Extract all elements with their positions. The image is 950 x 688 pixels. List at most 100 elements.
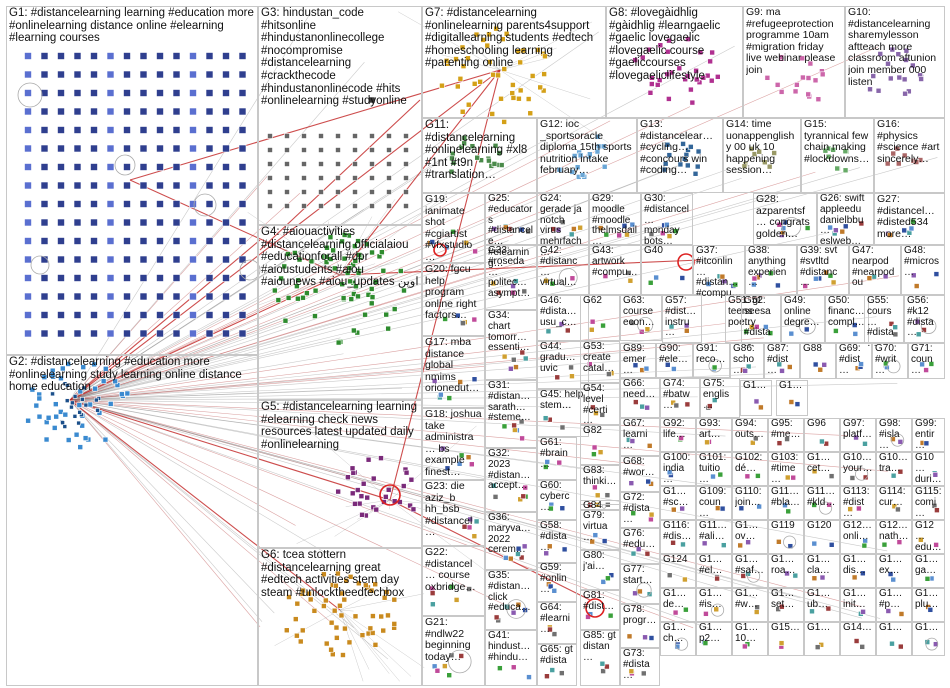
group-box-g125: G1… #el…	[696, 554, 732, 588]
group-label: G8: #lovegàidhlig #gàidhlig #learngaelic…	[609, 7, 740, 83]
group-box-g34: G34: chart tomorr… essenti…	[485, 310, 537, 380]
group-box-g43: G43: artwork #compu…	[589, 245, 641, 295]
group-label: G55: cours… #dista…	[867, 296, 901, 350]
group-label: G78: progr…	[623, 605, 657, 627]
group-label: G12… nath…	[879, 521, 909, 543]
group-box-g121: G12… onli…	[840, 520, 876, 554]
group-label: G1… 10…	[735, 623, 765, 645]
group-label: G75: englis…	[703, 379, 737, 411]
group-box-g39: G39: svt #svtltd #distanc…	[797, 245, 849, 295]
group-label: G65: gt #dista	[540, 645, 574, 667]
group-box-g98: G98: #isla…	[876, 418, 912, 452]
group-label: G90: #ele…	[659, 344, 690, 366]
group-box-g38: G38: anything experien…	[745, 245, 797, 295]
group-label: G1… #is…	[699, 589, 729, 611]
group-box-g145: G14…	[840, 622, 876, 656]
group-label: G80: j'ai…	[583, 551, 617, 573]
group-box-g64: G64: #learni…	[537, 602, 577, 644]
group-box-g62: G62	[580, 295, 620, 341]
group-label: G14: time uonappenglishy 00 uk 10 happen…	[726, 119, 798, 177]
group-label: G12: ioc _sportsoracle diploma 15th spor…	[540, 119, 634, 177]
group-label: G11: #distancelearning #onlinelearning #…	[425, 119, 534, 182]
group-label: G101: tuitio…	[699, 453, 729, 485]
group-box-g113: G113: #dist…	[840, 486, 876, 520]
group-box-g84: G84	[580, 500, 620, 510]
group-label: G48: #micros…	[904, 246, 942, 278]
group-label: G53: create catal…	[583, 342, 617, 374]
group-box-g4: G4: #aiouactivities #distancelearning of…	[258, 225, 422, 400]
group-label: G120	[807, 521, 837, 532]
group-box-g71: G71: coun…	[908, 343, 945, 379]
group-box-g134: G1… #w…	[732, 588, 768, 622]
group-box-g149: G1…	[776, 380, 808, 416]
group-label: G56: #k12 #dista…	[907, 296, 942, 339]
group-label: G67: learni…	[623, 419, 657, 451]
group-box-g114: G114: cur…	[876, 486, 912, 520]
group-box-g52: G52: seesa… #dista…	[741, 295, 781, 343]
group-label: G102: dé…	[735, 453, 765, 475]
group-label: G77: start…	[623, 565, 657, 587]
group-label: G1…	[807, 623, 837, 634]
group-label: G91: reco…	[696, 344, 727, 366]
group-label: G5: #distancelearning learning #elearnin…	[261, 401, 419, 451]
group-box-g17: G17: mba distance global nmims orionedut…	[422, 336, 485, 408]
group-box-g123: G12… edu…	[912, 520, 945, 554]
group-box-g79: G79: virtua…	[580, 510, 620, 550]
group-box-g42: G42: #distanc… virtual…	[537, 245, 589, 295]
group-box-g140: G1… ch…	[660, 622, 696, 656]
group-label: G63: course econ…	[623, 296, 659, 328]
group-label: G1… set…	[771, 589, 801, 611]
group-label: G26: swift appleedu danielbbu… eslweb…	[820, 194, 871, 248]
group-label: G124	[663, 555, 693, 566]
group-label: G99: entir…	[915, 419, 942, 451]
group-label: G85: gt distan…	[583, 631, 617, 663]
group-box-g56: G56: #k12 #dista…	[904, 295, 945, 343]
group-label: G1…	[779, 381, 805, 392]
group-box-g2: G2: #distancelearning #education more #o…	[6, 355, 258, 686]
group-label: G19: ianimate shot #cgiartist #vfxstudio…	[425, 194, 482, 264]
group-box-g63: G63: course econ…	[620, 295, 662, 341]
group-box-g119: G119	[768, 520, 804, 554]
group-label: G68: #wor…	[623, 457, 657, 479]
group-box-g27: G27: #distancel… #disted534 more…	[874, 193, 945, 245]
group-label: G62	[583, 296, 617, 307]
group-box-g41: G41: hindust… #hindu…	[485, 630, 537, 686]
group-label: G98: #isla…	[879, 419, 909, 451]
group-label: G7: #distancelearning #onlinelearning pa…	[425, 7, 603, 70]
group-box-g68: G68: #wor…	[620, 456, 660, 492]
group-box-g49: G49: online degre…	[781, 295, 825, 343]
group-box-g3: G3: hindustan_code #hitsonline #hindusta…	[258, 6, 422, 225]
group-box-g93: G93: art…	[696, 418, 732, 452]
group-box-g86: G86: scho…	[730, 343, 764, 379]
group-box-g109: G109: coun…	[696, 486, 732, 520]
group-box-g82: G82	[580, 425, 620, 465]
group-label: G15: tyrannical few chain making #lockdo…	[804, 119, 871, 165]
group-box-g133: G1… #is…	[696, 588, 732, 622]
group-box-g9: G9: ma #refugeeprotection programme 10am…	[743, 6, 845, 118]
group-label: G32: 2023 #distan… accept…	[488, 449, 534, 492]
group-label: G41: hindust… #hindu…	[488, 631, 534, 663]
group-label: G49: online degre…	[784, 296, 822, 328]
group-box-g101: G101: tuitio…	[696, 452, 732, 486]
group-label: G31: #distan… sarath… #steme…	[488, 381, 534, 424]
group-box-g22: G22: #distancel… course oxbridge…	[422, 546, 485, 616]
group-label: G39: svt #svtltd #distanc…	[800, 246, 846, 289]
group-box-g14: G14: time uonappenglishy 00 uk 10 happen…	[723, 118, 801, 193]
group-label: G40	[644, 246, 690, 257]
group-box-g144: G1…	[804, 622, 840, 656]
group-box-g19: G19: ianimate shot #cgiartist #vfxstudio…	[422, 193, 485, 263]
group-label: G11… #ali…	[699, 521, 729, 543]
group-box-g35: G35: #distan… click #educa…	[485, 570, 537, 630]
group-box-g143: G15…	[768, 622, 804, 656]
group-label: G1… cet…	[807, 453, 837, 475]
group-box-g127: G1… roa…	[768, 554, 804, 588]
group-box-g97: G97: platf…	[840, 418, 876, 452]
group-label: G1… ga…	[915, 555, 942, 577]
group-label: G1… ov…	[735, 521, 765, 543]
group-box-g10: G10: #distancelearning sharemylesson aft…	[845, 6, 945, 118]
group-label: G47: nearpod #nearpodou	[852, 246, 898, 289]
group-label: G1… ex…	[879, 555, 909, 577]
group-box-g25: G25: #educators #distancele… #elearning…	[485, 193, 537, 245]
group-box-g13: G13: #distancelear… #cycling… #concours …	[637, 118, 723, 193]
group-box-g23: G23: die aziz_b hh_bsb #distancel…	[422, 480, 485, 546]
